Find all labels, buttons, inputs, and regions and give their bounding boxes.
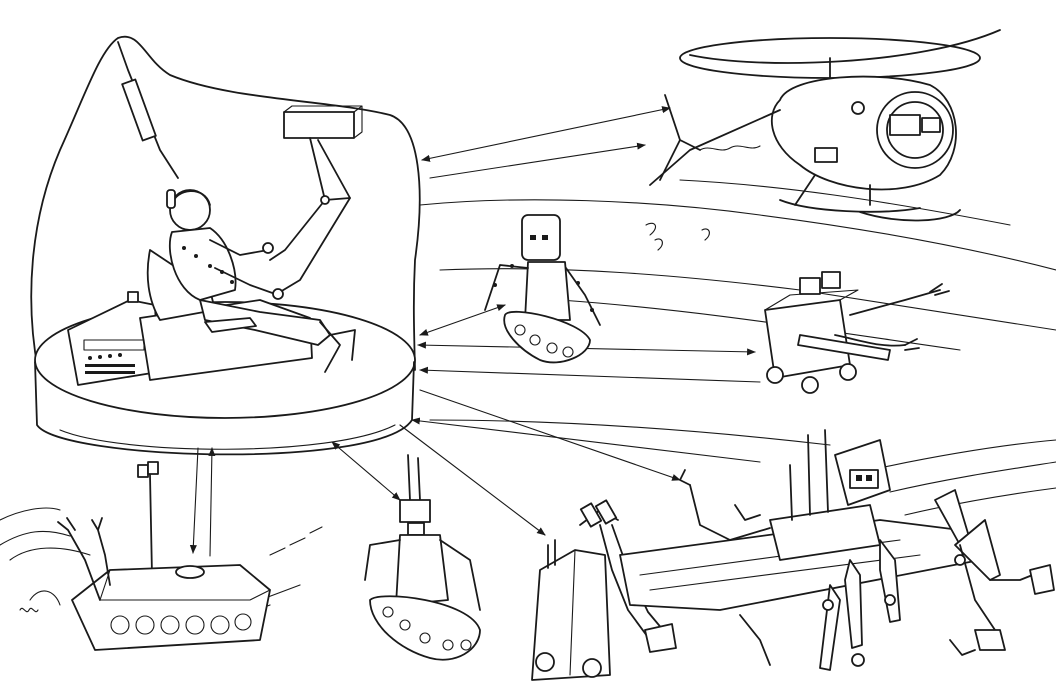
- tank-robot: [57, 461, 271, 651]
- humanoid-tracked-robot: [484, 214, 601, 364]
- operator-in-telepresence-dome: [30, 35, 421, 456]
- excavator-robot: [531, 499, 677, 681]
- cart-manipulator-robot: [764, 271, 950, 394]
- small-tracked-humanoid-robot: [364, 454, 481, 661]
- helicopter-robot: [649, 29, 1001, 222]
- legged-multi-arm-robot: [619, 429, 1055, 671]
